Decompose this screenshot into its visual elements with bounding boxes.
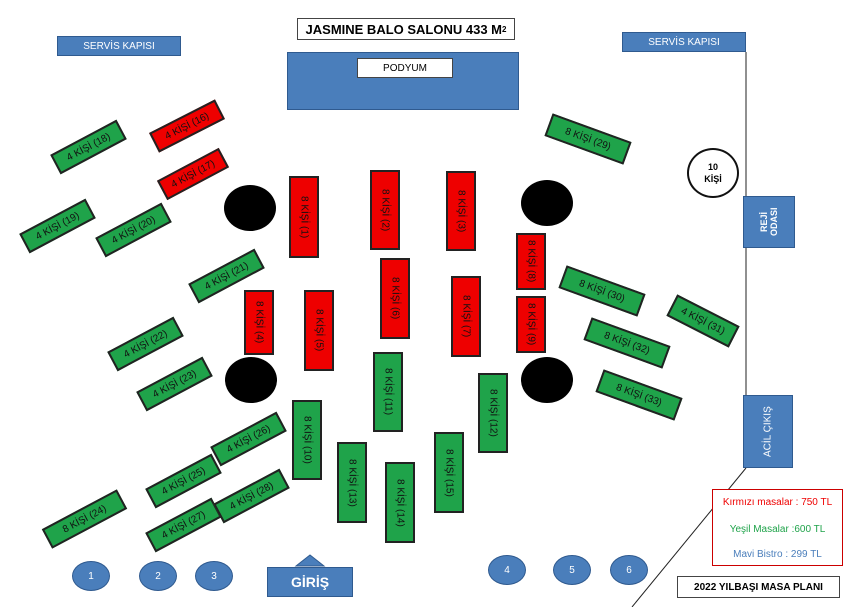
control-room: REJİ ODASI xyxy=(743,196,795,248)
pillar xyxy=(225,357,277,403)
table-8[interactable]: 8 KİŞİ (8) xyxy=(516,233,546,290)
table-11[interactable]: 8 KİŞİ (11) xyxy=(373,352,403,432)
bistro-table-3[interactable]: 3 xyxy=(195,561,233,591)
emergency-exit: ACİL ÇIKIŞ xyxy=(743,395,793,468)
pillar xyxy=(521,357,573,403)
hall-title-text: JASMINE BALO SALONU 433 M xyxy=(305,21,503,37)
bistro-table-4[interactable]: 4 xyxy=(488,555,526,585)
table-14[interactable]: 8 KİŞİ (14) xyxy=(385,462,415,543)
plan-title: 2022 YILBAŞI MASA PLANI xyxy=(677,576,840,598)
stage-label: PODYUM xyxy=(357,58,453,78)
table-1[interactable]: 8 KİŞİ (1) xyxy=(289,176,319,258)
table-6[interactable]: 8 KİŞİ (6) xyxy=(380,258,410,339)
bistro-table-6[interactable]: 6 xyxy=(610,555,648,585)
bistro-table-1[interactable]: 1 xyxy=(72,561,110,591)
table-13[interactable]: 8 KİŞİ (13) xyxy=(337,442,367,523)
legend-green: Yeşil Masalar :600 TL xyxy=(729,524,826,535)
legend-blue: Mavi Bistro : 299 TL xyxy=(733,549,822,560)
table-3[interactable]: 8 KİŞİ (3) xyxy=(446,171,476,251)
pillar xyxy=(521,180,573,226)
table-7[interactable]: 8 KİŞİ (7) xyxy=(451,276,481,357)
pillar xyxy=(224,185,276,231)
table-15[interactable]: 8 KİŞİ (15) xyxy=(434,432,464,513)
table-12[interactable]: 8 KİŞİ (12) xyxy=(478,373,508,453)
service-door-right: SERVİS KAPISI xyxy=(622,32,746,52)
bistro-table-5[interactable]: 5 xyxy=(553,555,591,585)
capacity-circle: 10 KİŞİ xyxy=(687,148,739,198)
table-2[interactable]: 8 KİŞİ (2) xyxy=(370,170,400,250)
table-9[interactable]: 8 KİŞİ (9) xyxy=(516,296,546,353)
legend-red: Kırmızı masalar : 750 TL xyxy=(722,497,833,508)
table-5[interactable]: 8 KİŞİ (5) xyxy=(304,290,334,371)
bistro-table-2[interactable]: 2 xyxy=(139,561,177,591)
table-10[interactable]: 8 KİŞİ (10) xyxy=(292,400,322,480)
table-4[interactable]: 8 KİŞİ (4) xyxy=(244,290,274,355)
service-door-left: SERVİS KAPISI xyxy=(57,36,181,56)
hall-title-sup: 2 xyxy=(502,24,507,34)
price-legend: Kırmızı masalar : 750 TL Yeşil Masalar :… xyxy=(712,489,843,566)
entrance: GİRİŞ xyxy=(267,567,353,597)
